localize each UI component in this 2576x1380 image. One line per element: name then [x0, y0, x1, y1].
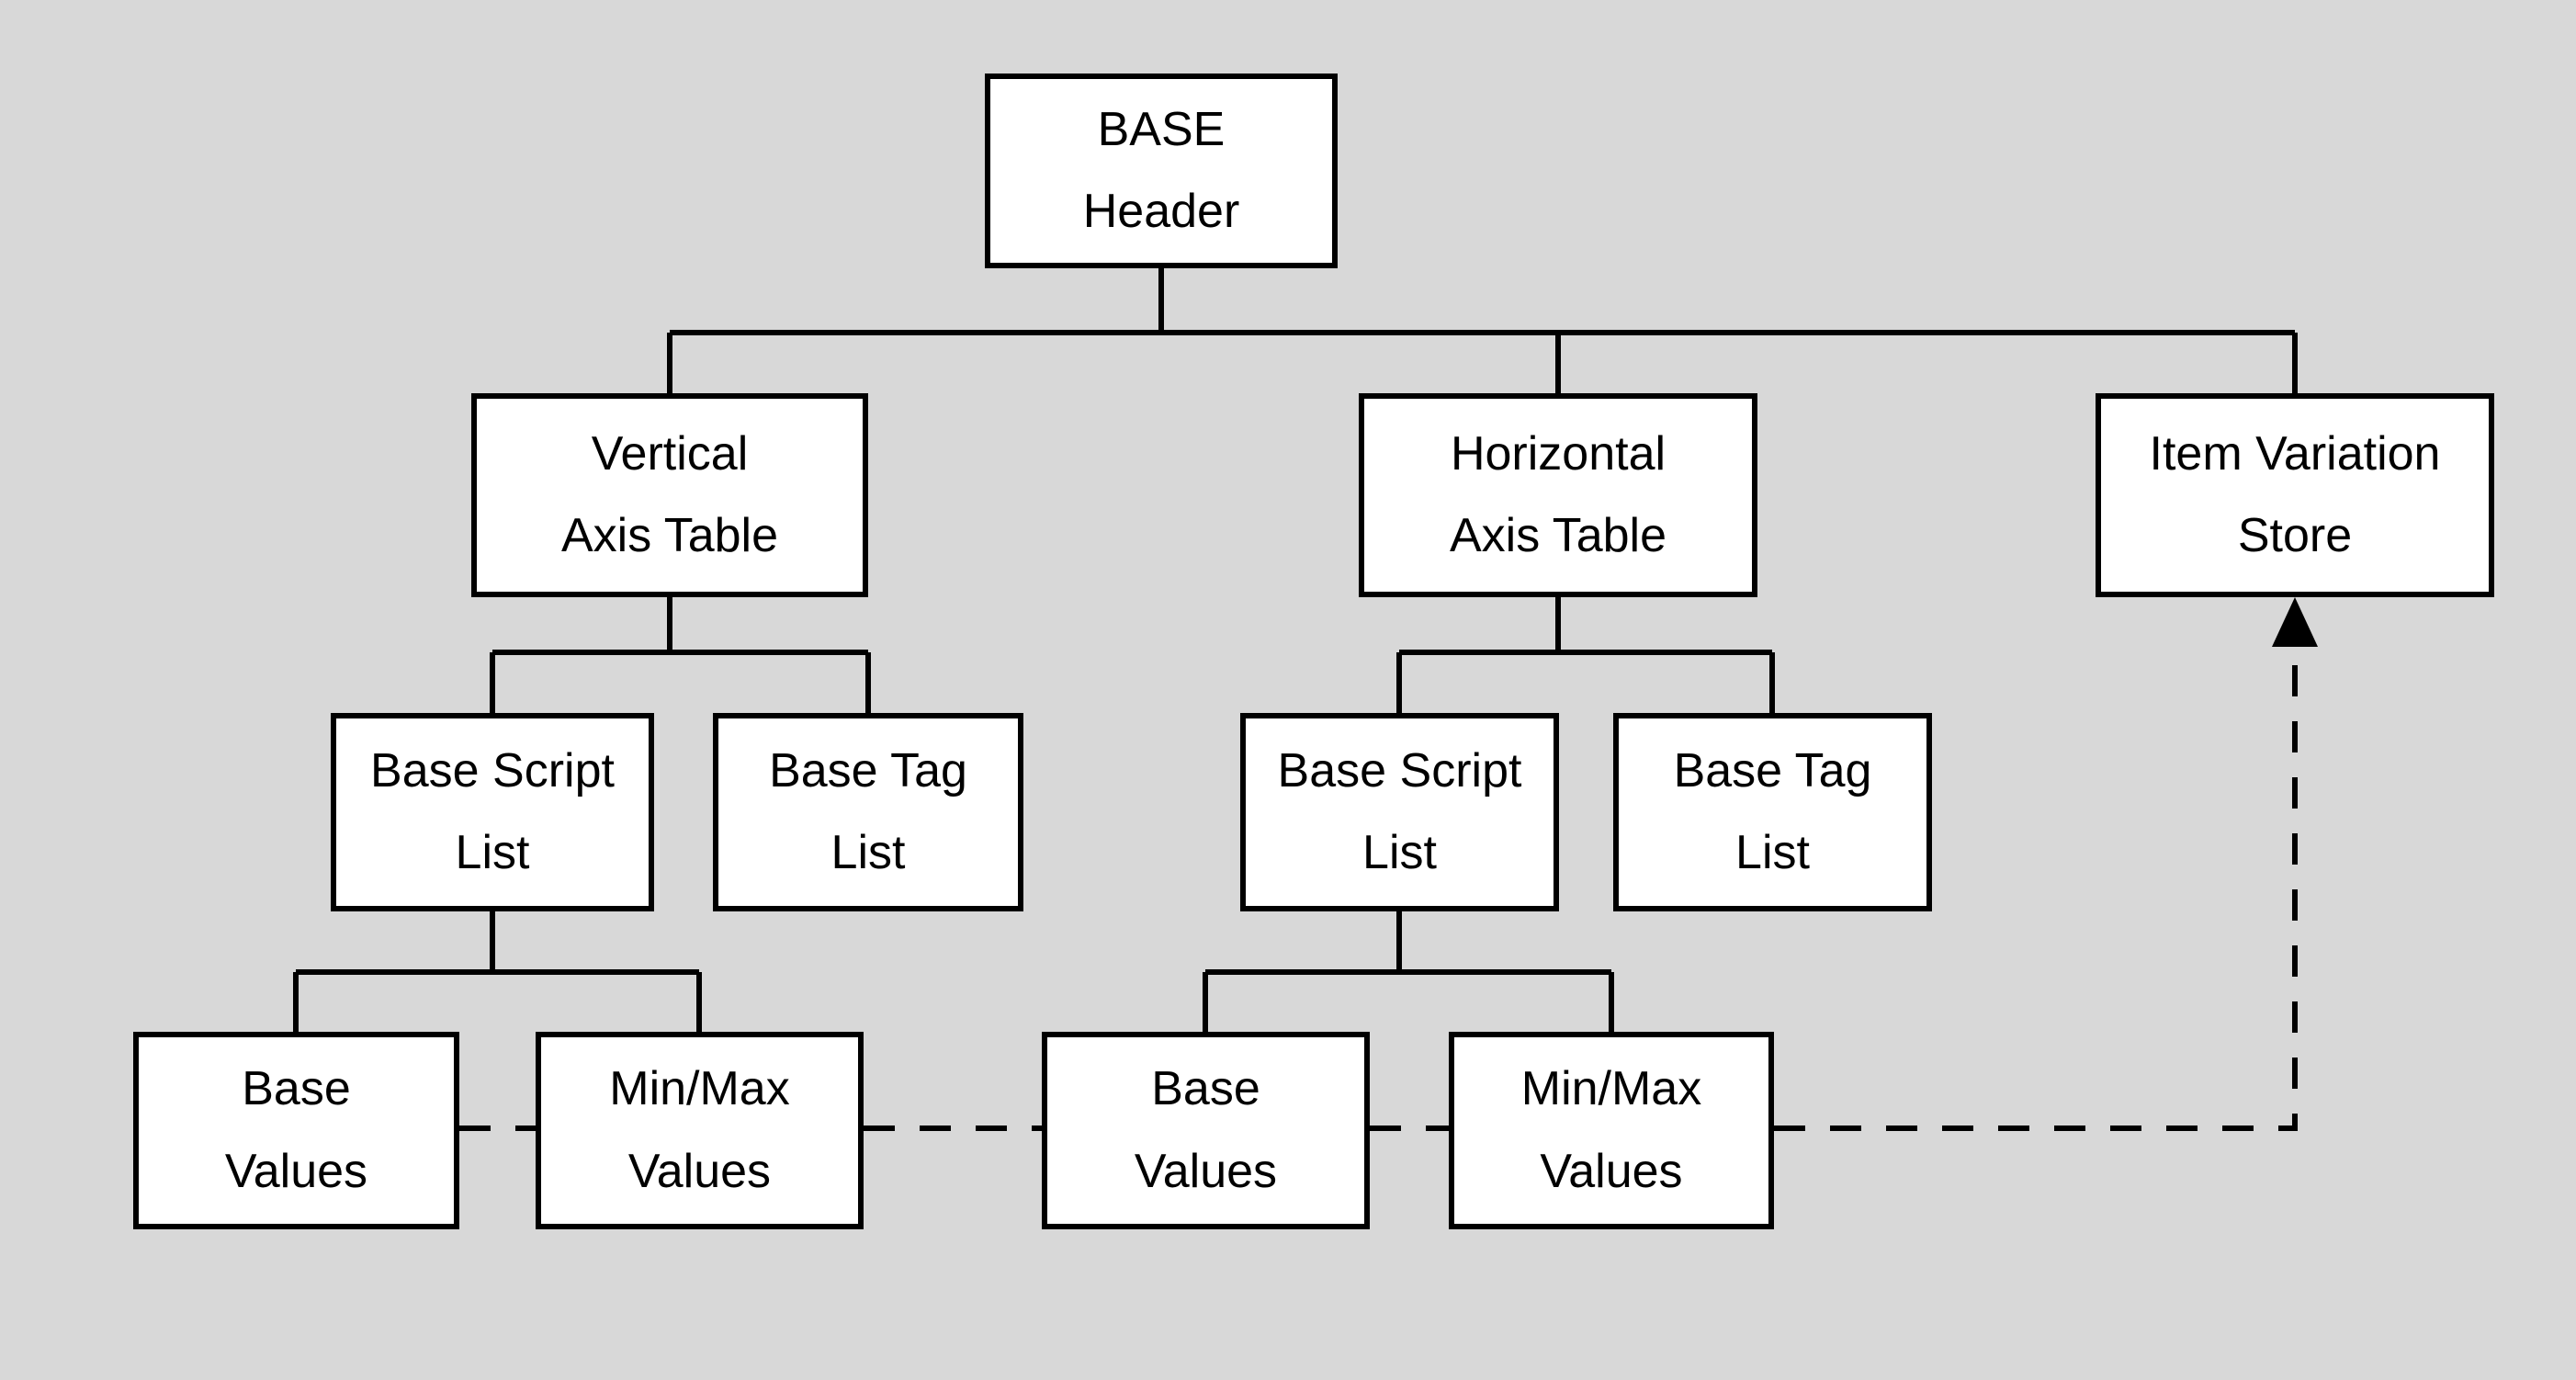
node-v-base-tag-list: Base Tag List [713, 713, 1023, 911]
node-label-line: Values [1540, 1144, 1683, 1198]
node-label-line: Axis Table [1449, 509, 1667, 562]
node-label-line: Values [1134, 1144, 1278, 1198]
node-h-base-tag-list: Base Tag List [1613, 713, 1932, 911]
node-label-line: BASE [1097, 102, 1226, 156]
solid-connectors [293, 268, 2298, 1032]
connector-base-header-children [667, 268, 2298, 393]
dashed-reference-connector [459, 645, 2298, 1131]
connector-horizontal-axis-children [1396, 597, 1775, 713]
node-label-line: Store [2237, 509, 2353, 562]
node-label-line: Base Script [1277, 743, 1522, 797]
node-label-line: List [1735, 826, 1810, 879]
node-label-line: Horizontal [1450, 426, 1666, 481]
node-label-line: Min/Max [1520, 1062, 1702, 1116]
node-label-line: Values [224, 1144, 368, 1198]
node-label-line: Vertical [591, 426, 749, 481]
node-item-variation-store: Item Variation Store [2096, 393, 2494, 597]
node-horizontal-axis-table: Horizontal Axis Table [1359, 393, 1757, 597]
node-base-header: BASE Header [985, 74, 1338, 268]
node-label-line: Base Tag [769, 743, 967, 797]
node-label-line: List [455, 826, 530, 879]
node-label-line: Header [1082, 185, 1240, 238]
node-label-line: Axis Table [560, 509, 779, 562]
node-label-line: Base Tag [1673, 743, 1872, 797]
node-h-base-script-list: Base Script List [1240, 713, 1559, 911]
node-vertical-axis-table: Vertical Axis Table [471, 393, 868, 597]
node-label-line: Base [242, 1062, 351, 1116]
arrow-up-icon [2272, 597, 2318, 647]
node-label-line: Base [1151, 1062, 1260, 1116]
node-label-line: Min/Max [609, 1062, 790, 1116]
node-label-line: List [1362, 826, 1437, 879]
connector-vertical-axis-children [490, 597, 871, 713]
node-h-minmax-values: Min/Max Values [1449, 1032, 1774, 1229]
node-label-line: List [830, 826, 906, 879]
node-label-line: Item Variation [2149, 426, 2441, 481]
node-label-line: Base Script [370, 743, 615, 797]
node-h-base-values: Base Values [1042, 1032, 1370, 1229]
node-v-minmax-values: Min/Max Values [536, 1032, 864, 1229]
connector-h-base-script-children [1203, 911, 1614, 1032]
connector-v-base-script-children [293, 911, 702, 1032]
node-v-base-values: Base Values [133, 1032, 459, 1229]
dashed-segment-4 [1774, 645, 2298, 1131]
node-label-line: Values [627, 1144, 772, 1198]
node-v-base-script-list: Base Script List [331, 713, 654, 911]
